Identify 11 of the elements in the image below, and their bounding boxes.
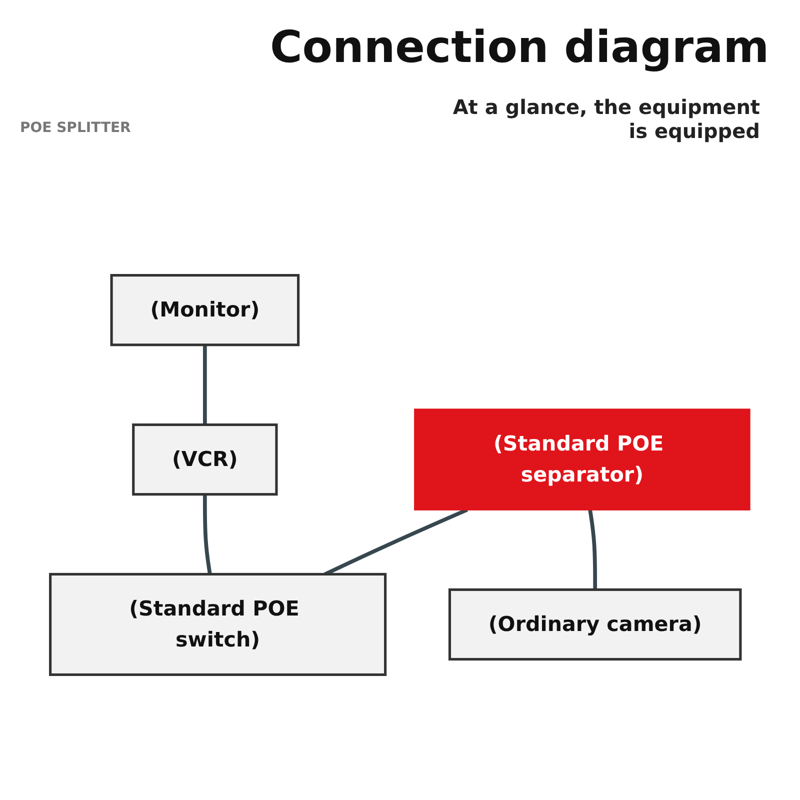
node-box: (Ordinary camera) — [448, 588, 742, 661]
node-box: (Standard POE switch) — [49, 572, 387, 676]
connector — [202, 494, 212, 574]
node-box: (Standard POE separator) — [414, 408, 750, 510]
title: Connection diagram — [270, 22, 770, 73]
node-box: (VCR) — [132, 423, 278, 496]
tagline-text: At a glance, the equipment is equipped — [452, 95, 760, 143]
connector — [202, 344, 207, 425]
node-box: (Monitor) — [110, 274, 300, 346]
device-text: POE SPLITTER — [20, 120, 131, 136]
connector — [588, 510, 598, 590]
